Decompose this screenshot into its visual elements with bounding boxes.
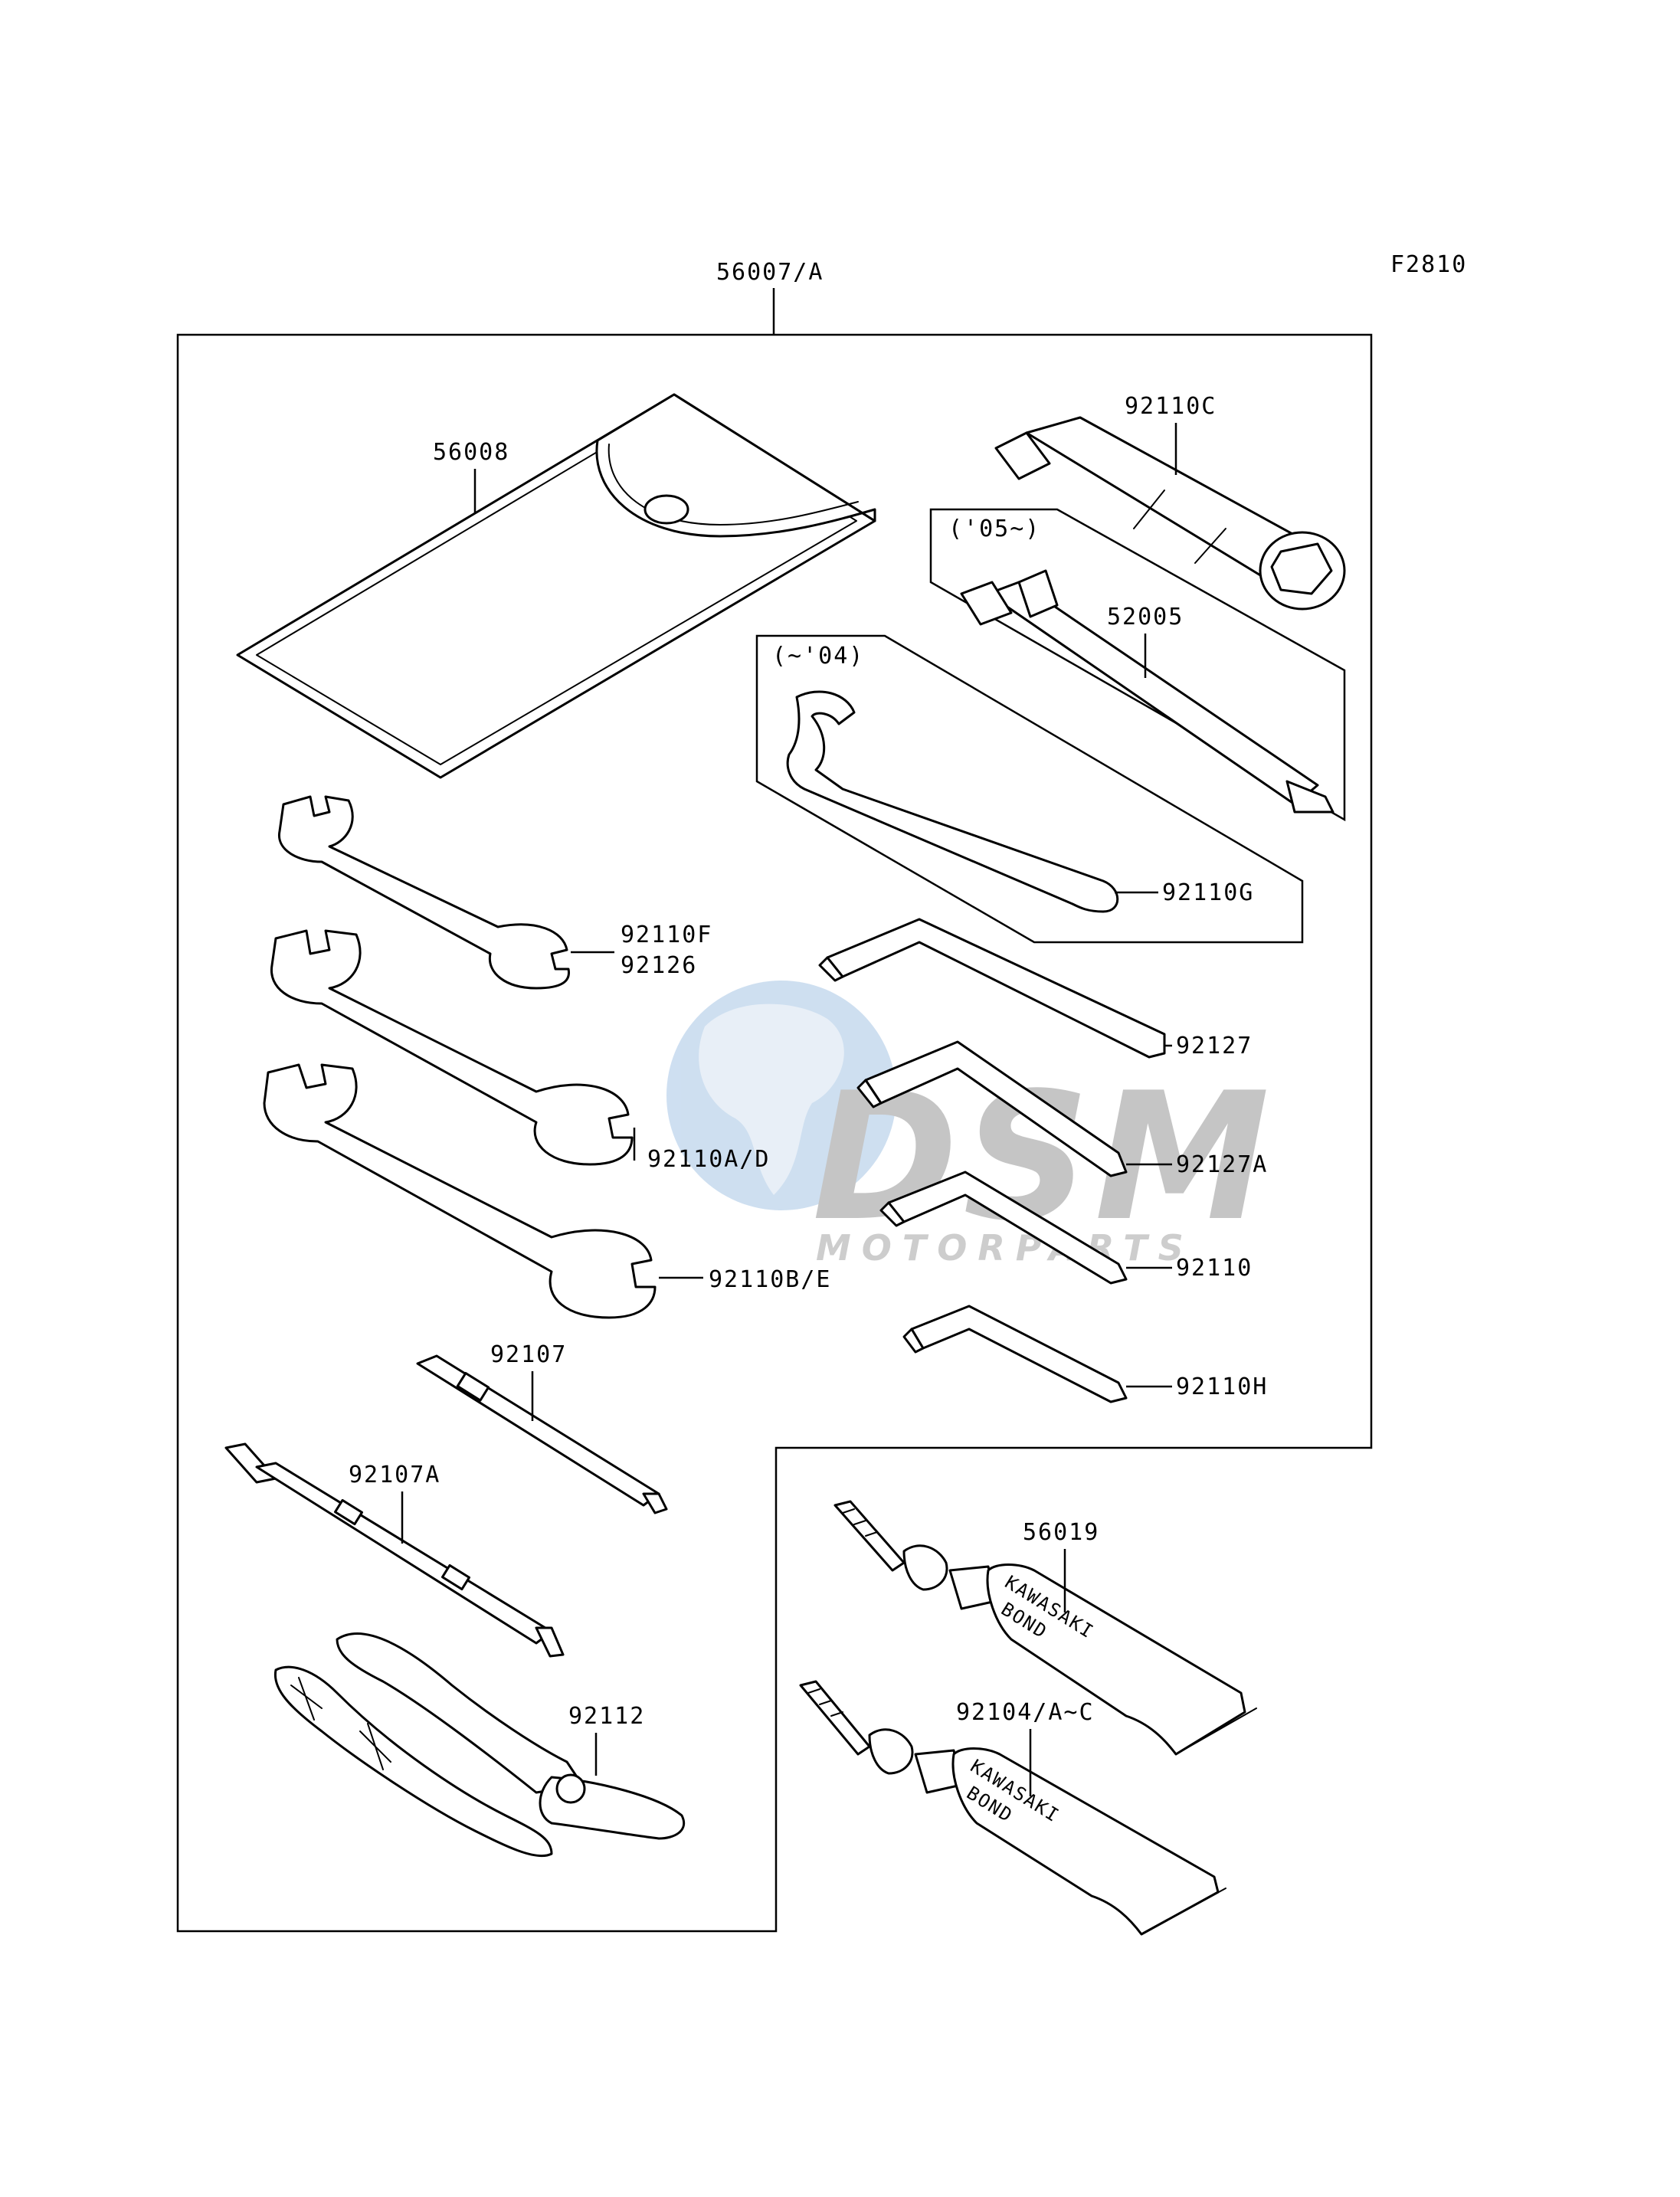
tool-case xyxy=(236,393,876,779)
pliers xyxy=(273,1632,686,1858)
plug-wrench xyxy=(994,416,1346,611)
kit-outline xyxy=(176,333,1373,1933)
hex-92110h xyxy=(902,1305,1128,1403)
hex-92127a-label: 92127A xyxy=(1176,1151,1268,1178)
driver-92107-label: 92107 xyxy=(490,1341,567,1368)
range-05-box xyxy=(929,508,1346,822)
pliers-label: 92112 xyxy=(568,1703,645,1730)
bond-56019: KAWASAKI BOND xyxy=(833,1500,1257,1756)
case-label: 56008 xyxy=(433,439,509,466)
wrench-126-label: 92126 xyxy=(621,952,697,979)
hook-wrench-label: 92110G xyxy=(1162,879,1254,906)
figure-code: F2810 xyxy=(1390,251,1467,278)
driver-92107a-label: 92107A xyxy=(349,1462,440,1488)
kit-label: 56007/A xyxy=(716,259,824,286)
wrench-ad-label: 92110A/D xyxy=(647,1146,771,1173)
bond-92104: KAWASAKI BOND xyxy=(799,1680,1226,1936)
plug-wrench-label: 92110C xyxy=(1125,393,1217,420)
hex-92110 xyxy=(879,1171,1128,1285)
range-05-label: ('05~) xyxy=(948,516,1040,542)
tool-52005 xyxy=(960,569,1335,814)
hex-92127a xyxy=(856,1040,1128,1177)
bond-56019-label: 56019 xyxy=(1023,1519,1099,1546)
wrench-be-label: 92110B/E xyxy=(709,1266,832,1293)
hex-92110-label: 92110 xyxy=(1176,1255,1253,1282)
wrench-f xyxy=(278,795,570,990)
hex-92110h-label: 92110H xyxy=(1176,1374,1268,1400)
hook-wrench xyxy=(786,690,1119,913)
watermark-continent xyxy=(699,1004,844,1195)
watermark-sub: MOTORPARTS xyxy=(816,1227,1194,1269)
hex-92127 xyxy=(818,918,1166,1059)
wrench-be xyxy=(263,1063,657,1319)
driver-92107a xyxy=(224,1442,565,1658)
hex-92127-label: 92127 xyxy=(1176,1033,1253,1059)
range-04-box xyxy=(755,634,1304,944)
bond-92104-label: 92104/A~C xyxy=(956,1699,1095,1726)
wrench-f-label: 92110F xyxy=(621,922,712,948)
watermark: DSM MOTORPARTS xyxy=(666,981,1269,1269)
wrench-ad xyxy=(270,929,634,1166)
driver-92107 xyxy=(416,1354,668,1514)
range-04-label: (~'04) xyxy=(772,643,864,670)
tool-52005-label: 52005 xyxy=(1107,604,1184,630)
